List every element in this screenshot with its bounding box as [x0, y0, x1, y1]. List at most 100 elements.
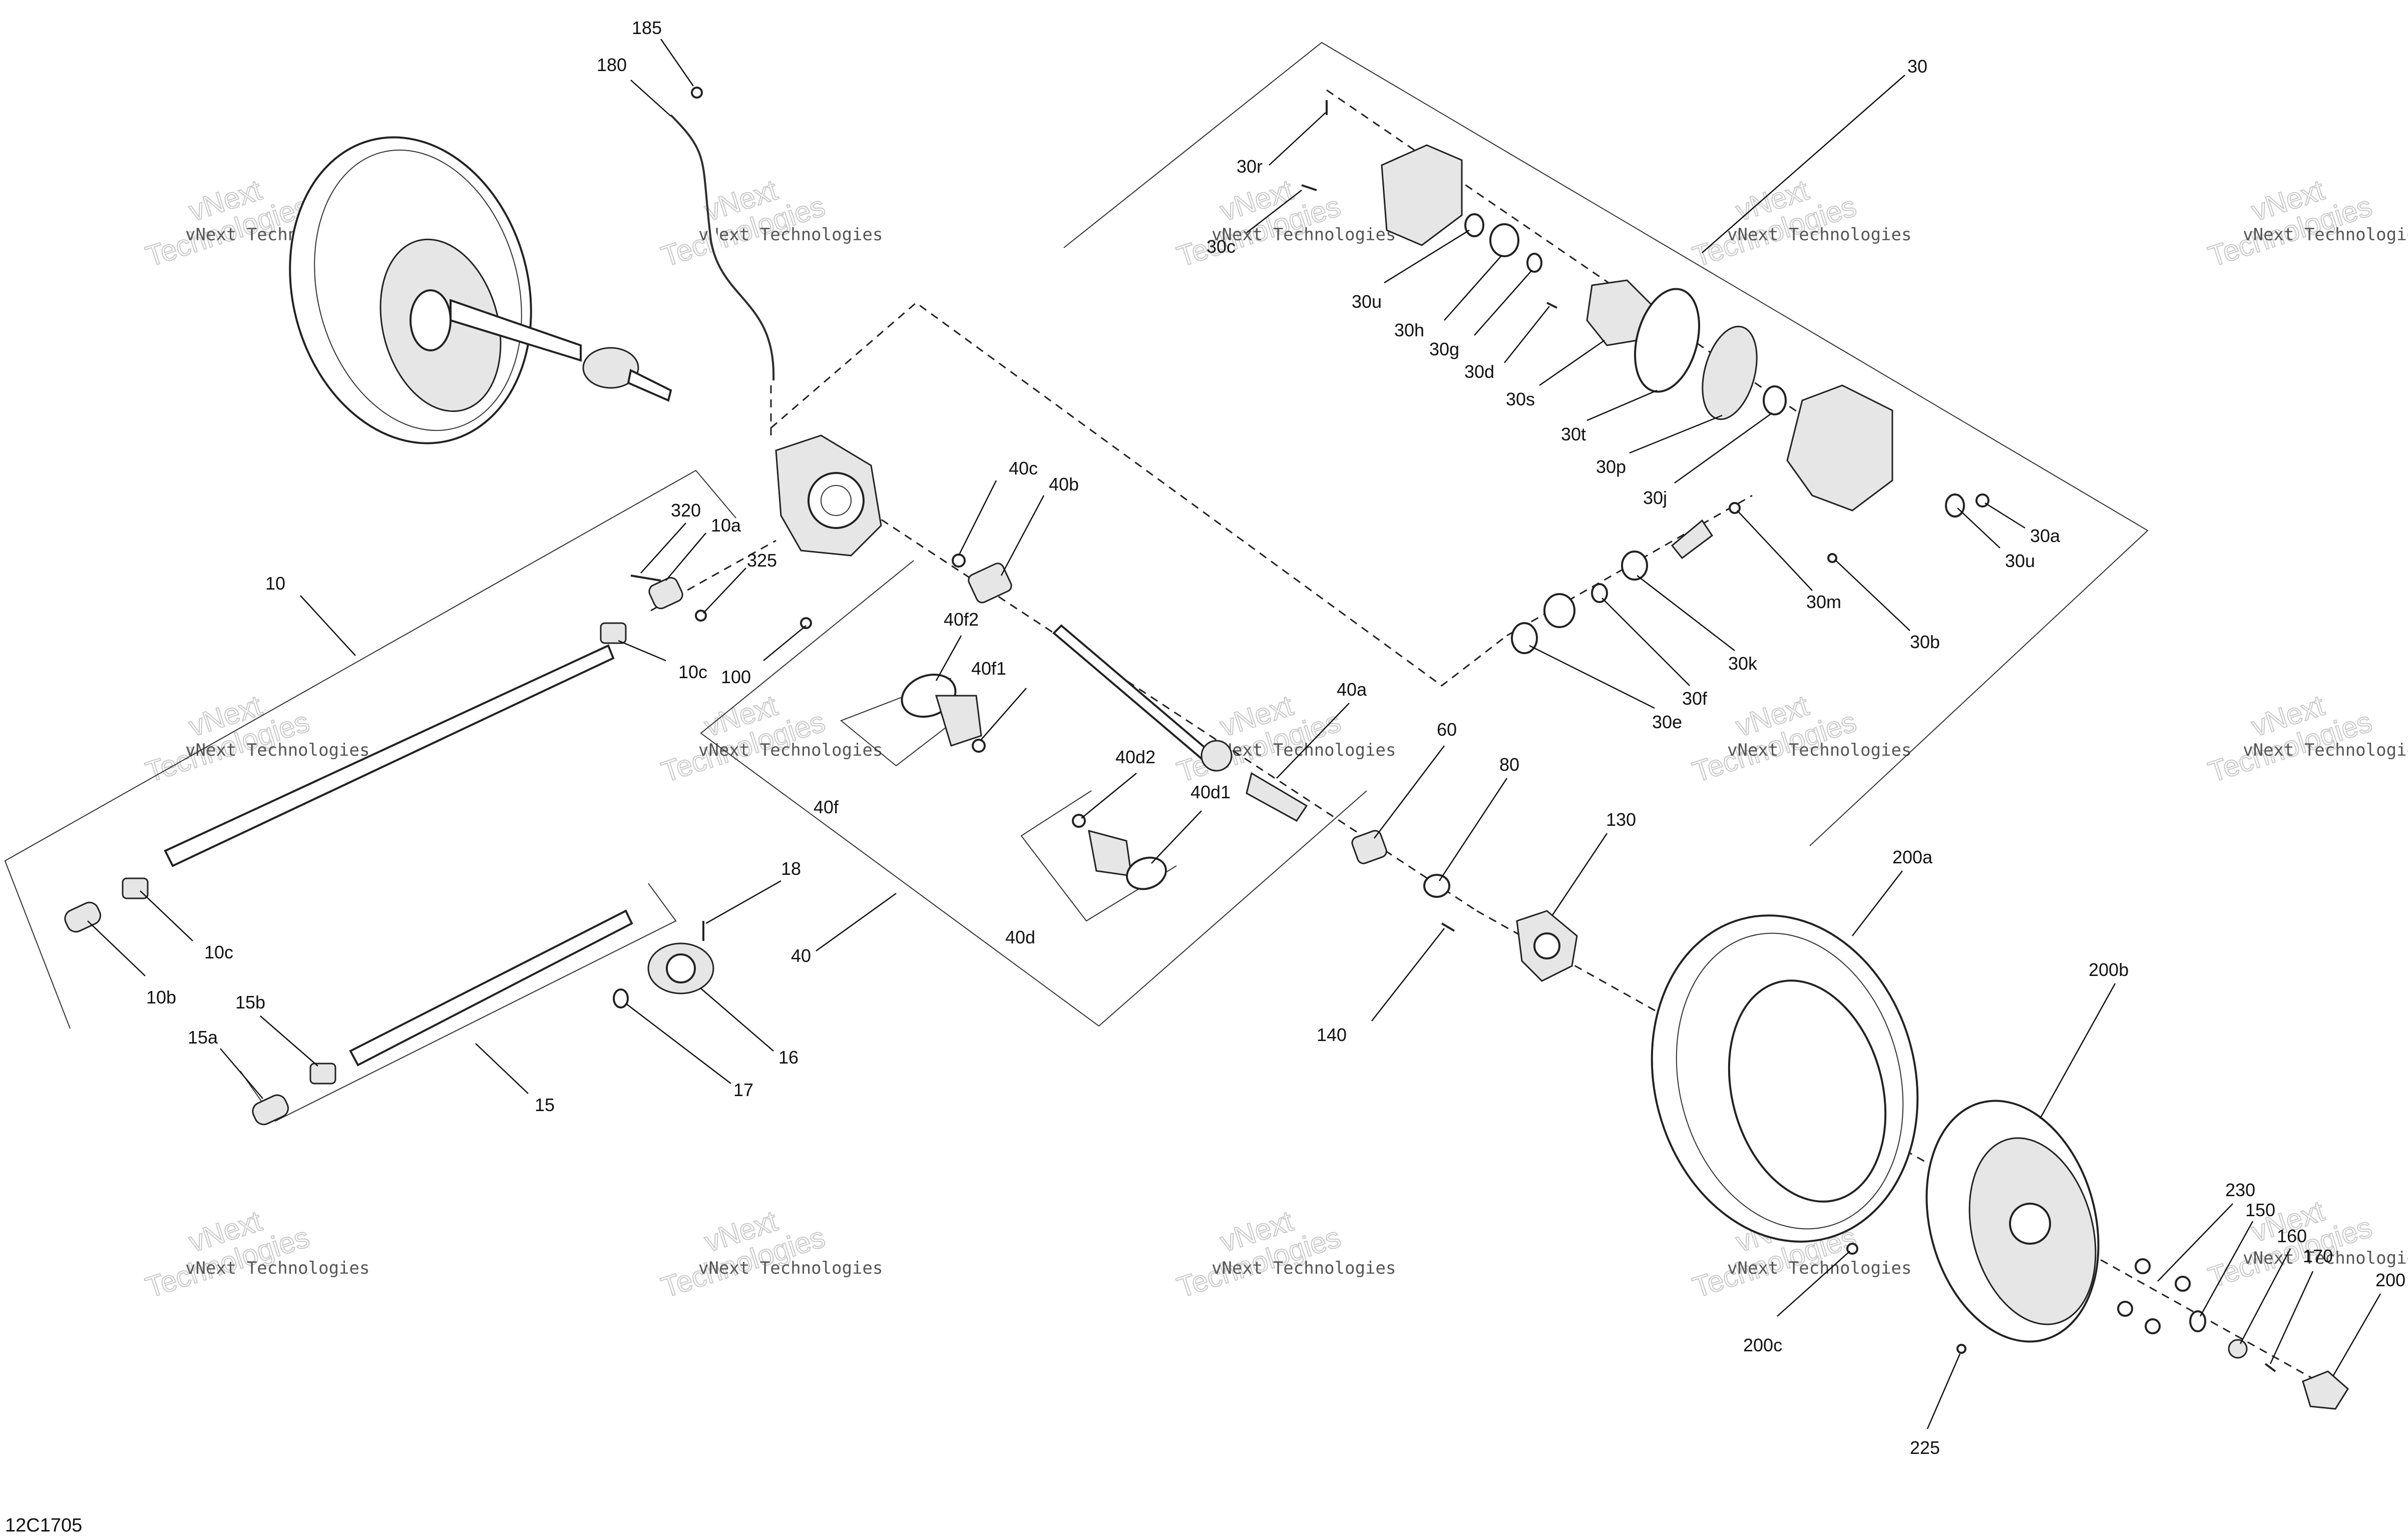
watermark: vNext Technologies	[1172, 1204, 1345, 1305]
bearing-ring-icon	[1763, 385, 1787, 415]
leader-10c-bottom	[140, 890, 193, 941]
watermark-text: vNext Technologies	[185, 1258, 369, 1278]
leader-180	[630, 80, 671, 117]
bearing-60	[1351, 830, 1387, 864]
leader-200c	[1777, 1251, 1850, 1317]
pinion-30k	[1671, 519, 1714, 560]
wheel-nut-230	[2145, 1318, 2161, 1334]
leader-10a	[665, 533, 706, 581]
leader-30f	[1601, 598, 1690, 686]
watermark-text: vNext Technologies	[1212, 1258, 1396, 1278]
leader-30s	[1539, 339, 1605, 386]
callout-200: 200	[2375, 1270, 2405, 1290]
callout-30k: 30k	[1728, 653, 1758, 674]
leader-30u	[1384, 229, 1470, 284]
bearing-ring-icon	[1621, 551, 1648, 581]
universal-joint-10c	[122, 877, 149, 899]
leader-225	[1926, 1353, 1961, 1429]
callout-30g: 30g	[1429, 339, 1459, 359]
callout-16: 16	[778, 1047, 798, 1068]
clamp-40f1	[972, 739, 986, 753]
leader-60	[1374, 745, 1445, 839]
watermark: vNext Technologies	[657, 173, 829, 274]
axle-stub	[627, 369, 672, 402]
callout-230: 230	[2225, 1180, 2255, 1200]
leader-160	[2239, 1248, 2291, 1344]
leader-170	[2269, 1271, 2314, 1364]
pin-30c	[1301, 184, 1317, 191]
leader-lines	[87, 39, 2381, 1429]
leader-40c	[958, 480, 997, 556]
callout-170: 170	[2303, 1246, 2333, 1266]
bearing-ring-icon	[1543, 593, 1575, 628]
cv-joint-40a	[1200, 740, 1233, 772]
callout-30m: 30m	[1806, 592, 1841, 612]
callout-40d2: 40d2	[1115, 747, 1155, 767]
callout-10a: 10a	[711, 515, 741, 536]
bearing-ring-icon	[1489, 223, 1519, 257]
drive-shaft-10	[64, 575, 812, 933]
watermark: vNext Technologies	[1688, 173, 1860, 274]
differential-internals-30	[1301, 100, 1989, 654]
watermark: vNext Technologies	[657, 1204, 829, 1305]
rear-tire-assembly	[1651, 914, 2349, 1410]
leader-30c	[1246, 190, 1302, 233]
leader-17	[625, 1003, 731, 1084]
hub-cap-200	[2302, 1370, 2349, 1410]
stub-axle-40a	[1246, 772, 1308, 822]
leader-30r	[1269, 112, 1326, 166]
group-15-outline	[240, 883, 677, 1122]
bolt-30d	[1546, 302, 1557, 309]
callout-160: 160	[2277, 1226, 2307, 1246]
leader-200	[2332, 1293, 2381, 1377]
callout-30t: 30t	[1561, 424, 1586, 444]
leader-30e	[1529, 645, 1655, 709]
differential-bearing	[821, 485, 852, 516]
callout-40c: 40c	[1009, 458, 1038, 478]
callout-30d: 30d	[1464, 361, 1494, 382]
leader-140	[1371, 928, 1445, 1021]
wheel-nut-230	[2175, 1276, 2191, 1292]
leader-10	[300, 595, 356, 656]
wheel-hub-icon	[2009, 1203, 2051, 1245]
leader-130	[1551, 833, 1608, 916]
callout-325: 325	[747, 550, 777, 571]
wheel-hub-assembly	[1351, 830, 1578, 982]
leader-100	[763, 625, 807, 661]
leader-30a	[1984, 502, 2026, 529]
group-40-outline	[700, 560, 1367, 1027]
seal-30e	[1511, 622, 1538, 654]
callout-180: 180	[597, 55, 627, 75]
assembly-line	[770, 302, 1507, 687]
callout-30r: 30r	[1237, 156, 1263, 177]
callout-30f: 30f	[1682, 688, 1708, 709]
leader-10c-top	[618, 640, 666, 662]
callout-40d: 40d	[1005, 927, 1035, 947]
front-differential	[775, 434, 882, 557]
universal-joint-10c	[600, 622, 627, 644]
diagram-code: 12C1705	[5, 1515, 82, 1536]
leader-30	[1702, 75, 1905, 253]
shim-30g	[1526, 253, 1542, 273]
callout-185: 185	[632, 18, 662, 38]
cv-boot-icon	[1088, 829, 1132, 877]
bolt-320	[630, 575, 661, 582]
leader-230	[2157, 1203, 2233, 1282]
watermark-text: vNext Technologies	[2243, 740, 2408, 760]
leader-30g	[1474, 270, 1532, 336]
callout-320: 320	[671, 500, 701, 521]
differential-housing-icon	[1786, 384, 1893, 511]
group-10-outline	[4, 469, 736, 1029]
group-outlines	[4, 42, 2149, 1122]
watermark: vNext Technologies	[1172, 173, 1345, 274]
callout-30b: 30b	[1910, 632, 1940, 652]
leader-40f1	[980, 688, 1027, 741]
callout-200a: 200a	[1892, 847, 1933, 867]
watermark-text: vNext Technologies	[1212, 225, 1396, 245]
differential-cover	[808, 472, 865, 529]
leader-10b	[87, 920, 146, 976]
seal-30u-bottom	[1945, 493, 1965, 518]
leader-30t	[1586, 389, 1658, 421]
callout-labels: 185 180 30 30r 30c 30u 30h 30g 30d 30s 3…	[146, 18, 2405, 1458]
leader-30m	[1737, 510, 1813, 591]
